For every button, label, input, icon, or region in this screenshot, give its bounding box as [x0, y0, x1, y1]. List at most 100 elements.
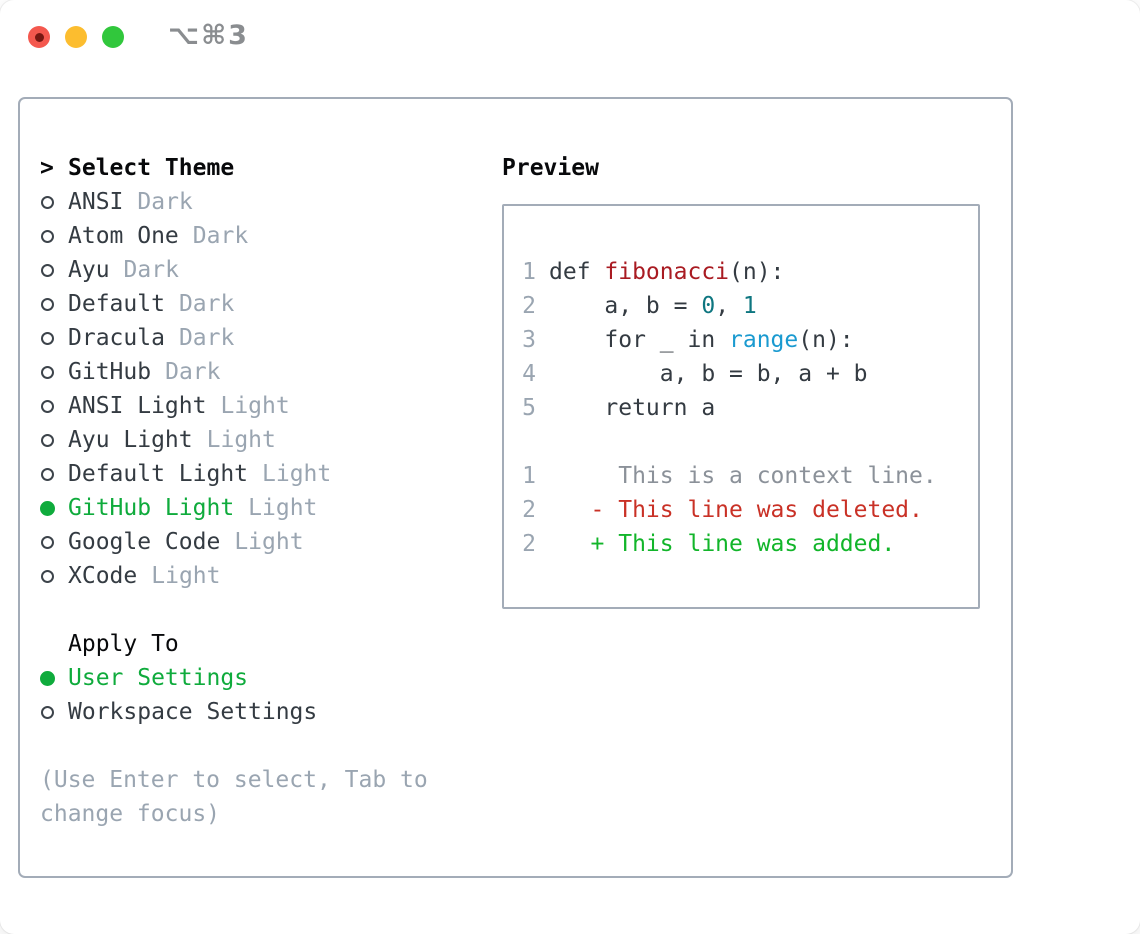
close-button-inner-dot — [34, 32, 44, 42]
diff-preview: 1 This is a context line.2 - This line w… — [522, 459, 978, 561]
line-number: 5 — [522, 395, 536, 421]
line-number: 3 — [522, 327, 536, 353]
minimize-button[interactable] — [65, 26, 87, 48]
theme-variant-tag: Light — [234, 529, 304, 555]
code-token-code: , — [715, 293, 743, 319]
code-token-func: fibonacci — [604, 259, 730, 285]
code-line: 1 def fibonacci(n): — [522, 255, 978, 289]
radio-icon — [40, 433, 68, 447]
theme-variant-tag: Light — [262, 461, 332, 487]
radio-icon — [40, 297, 68, 311]
theme-variant-tag: Light — [220, 393, 290, 419]
theme-option-ayu-light[interactable]: Ayu Light Light — [40, 423, 452, 457]
radio-icon — [40, 399, 68, 413]
line-number: 2 — [522, 531, 536, 557]
theme-variant-tag: Light — [248, 495, 318, 521]
theme-name: Google Code — [68, 529, 221, 555]
radio-icon — [40, 467, 68, 481]
code-token-code: return a — [549, 395, 716, 421]
theme-option-ayu[interactable]: Ayu Dark — [40, 253, 452, 287]
code-token-code: (n): — [729, 259, 785, 285]
theme-variant-tag: Light — [206, 427, 276, 453]
diff-line-deleted: 2 - This line was deleted. — [522, 493, 978, 527]
code-line: 4 a, b = b, a + b — [522, 357, 978, 391]
selected-radio-icon — [40, 670, 68, 686]
radio-icon — [40, 229, 68, 243]
theme-variant-tag: Dark — [178, 291, 235, 317]
theme-name: Ayu — [68, 257, 110, 283]
code-line: 2 a, b = 0, 1 — [522, 289, 978, 323]
close-button[interactable] — [28, 26, 50, 48]
theme-name: Default Light — [68, 461, 249, 487]
code-token-code: (n): — [798, 327, 854, 353]
theme-name: ANSI Light — [68, 393, 207, 419]
theme-variant-tag: Dark — [165, 359, 221, 385]
theme-name: GitHub — [68, 359, 152, 385]
theme-name: Default — [68, 291, 165, 317]
radio-icon — [40, 195, 68, 209]
apply-option-label: User Settings — [68, 665, 249, 691]
cursor-caret-icon: > — [40, 155, 54, 181]
line-number: 1 — [522, 259, 536, 285]
theme-option-atom-one[interactable]: Atom One Dark — [40, 219, 452, 253]
theme-option-ansi[interactable]: ANSI Dark — [40, 185, 452, 219]
code-line: 3 for _ in range(n): — [522, 323, 978, 357]
radio-icon — [40, 535, 68, 549]
selected-radio-icon — [40, 500, 68, 516]
diff-text: This is a context line. — [549, 463, 937, 489]
theme-menu-header-row: > Select Theme — [40, 151, 452, 185]
keyboard-hint: (Use Enter to select, Tab to change focu… — [40, 767, 428, 827]
spacer — [522, 425, 978, 459]
theme-variant-tag: Dark — [192, 223, 249, 249]
theme-variant-tag: Dark — [178, 325, 235, 351]
apply-option-workspace-settings[interactable]: Workspace Settings — [40, 695, 452, 729]
line-number: 2 — [522, 497, 536, 523]
theme-option-default[interactable]: Default Dark — [40, 287, 452, 321]
apply-option-label: Workspace Settings — [68, 699, 318, 725]
diff-line-context: 1 This is a context line. — [522, 459, 978, 493]
radio-icon — [40, 705, 68, 719]
radio-icon — [40, 263, 68, 277]
theme-name: GitHub Light — [68, 495, 235, 521]
diff-line-added: 2 + This line was added. — [522, 527, 978, 561]
apply-to-header-row: Apply To — [40, 627, 452, 661]
theme-variant-tag: Dark — [137, 189, 193, 215]
code-token-builtin: range — [729, 327, 799, 353]
line-number: 4 — [522, 361, 536, 387]
window-title: ⌥⌘3 — [168, 20, 249, 51]
radio-icon — [40, 569, 68, 583]
code-token-code: a, b = b, a + b — [549, 361, 868, 387]
diff-text: + This line was added. — [549, 531, 896, 557]
theme-option-default-light[interactable]: Default Light Light — [40, 457, 452, 491]
preview-title: Preview — [502, 155, 599, 181]
theme-variant-tag: Light — [151, 563, 221, 589]
apply-option-user-settings[interactable]: User Settings — [40, 661, 452, 695]
theme-variant-tag: Dark — [123, 257, 179, 283]
code-token-code: def — [549, 259, 605, 285]
apply-to-title: Apply To — [68, 631, 179, 657]
theme-name: Ayu Light — [68, 427, 193, 453]
theme-option-ansi-light[interactable]: ANSI Light Light — [40, 389, 452, 423]
code-token-num: 0 — [701, 293, 716, 319]
theme-option-google-code[interactable]: Google Code Light — [40, 525, 452, 559]
radio-icon — [40, 365, 68, 379]
theme-name: Atom One — [68, 223, 179, 249]
line-number: 2 — [522, 293, 536, 319]
theme-option-github[interactable]: GitHub Dark — [40, 355, 452, 389]
spacer — [40, 593, 452, 627]
theme-option-github-light[interactable]: GitHub Light Light — [40, 491, 452, 525]
theme-name: ANSI — [68, 189, 124, 215]
code-token-code: a, b = — [549, 293, 702, 319]
zoom-button[interactable] — [102, 26, 124, 48]
line-number: 1 — [522, 463, 536, 489]
